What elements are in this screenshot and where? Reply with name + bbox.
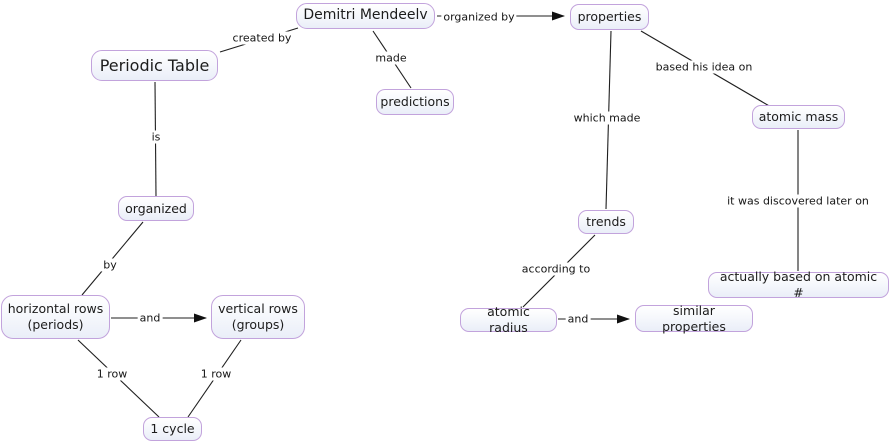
- node-similar-properties[interactable]: similar properties: [635, 303, 753, 334]
- node-vertical-rows-groups[interactable]: vertical rows (groups): [211, 295, 305, 339]
- link-label-by[interactable]: by: [101, 258, 119, 272]
- link-label-1-row-left[interactable]: 1 row: [94, 367, 130, 381]
- node-demitri-mendeelv[interactable]: Demitri Mendeelv: [296, 3, 435, 29]
- node-predictions[interactable]: predictions: [376, 89, 454, 115]
- node-trends[interactable]: trends: [578, 210, 634, 234]
- node-organized[interactable]: organized: [118, 196, 194, 221]
- link-label-made[interactable]: made: [373, 51, 409, 65]
- link-label-and-right[interactable]: and: [565, 312, 591, 326]
- link-label-1-row-right[interactable]: 1 row: [198, 367, 234, 381]
- link-label-created-by[interactable]: created by: [230, 31, 294, 45]
- link-label-based-his-idea-on[interactable]: based his idea on: [653, 60, 755, 74]
- node-atomic-radius[interactable]: atomic radius: [460, 304, 557, 335]
- link-label-it-was-discovered-later-on[interactable]: it was discovered later on: [725, 194, 871, 208]
- link-label-according-to[interactable]: according to: [519, 262, 593, 276]
- node-atomic-mass[interactable]: atomic mass: [752, 105, 845, 129]
- link-label-and-left[interactable]: and: [137, 311, 163, 325]
- node-periodic-table[interactable]: Periodic Table: [91, 50, 218, 81]
- link-label-which-made[interactable]: which made: [571, 111, 643, 125]
- node-horizontal-rows-periods[interactable]: horizontal rows (periods): [1, 295, 110, 339]
- node-actually-based-on-atomic-number[interactable]: actually based on atomic #: [708, 269, 889, 300]
- node-1-cycle[interactable]: 1 cycle: [143, 417, 202, 441]
- link-label-organized-by[interactable]: organized by: [441, 10, 517, 24]
- node-properties[interactable]: properties: [570, 4, 649, 30]
- link-label-is[interactable]: is: [149, 130, 163, 144]
